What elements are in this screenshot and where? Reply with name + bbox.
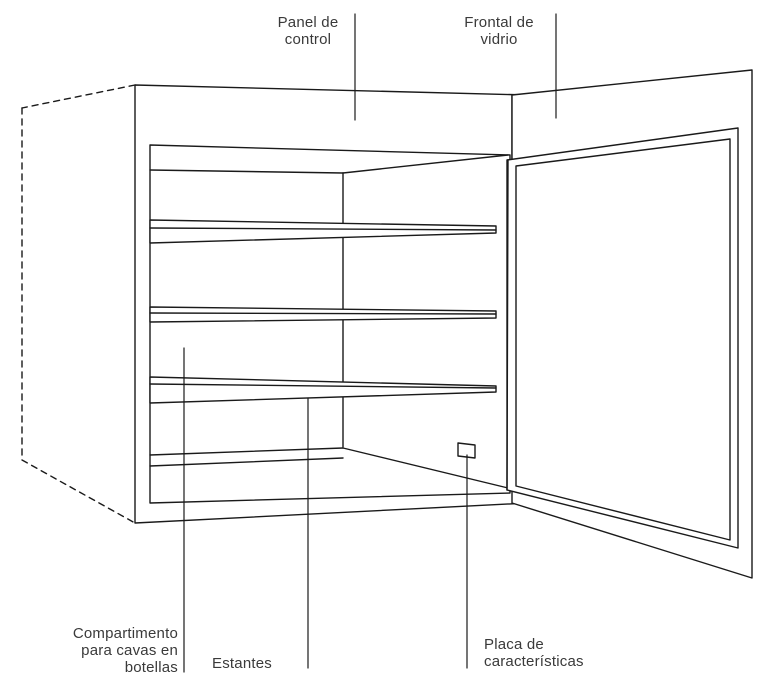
glass-door: [506, 69, 753, 579]
shelf-2: [149, 306, 497, 323]
leader-lines: [183, 13, 557, 673]
rating-plate: [457, 442, 476, 459]
interior-floor-diag: [342, 447, 509, 489]
label-shelves: Estantes: [212, 655, 272, 672]
interior-ceiling-diag: [342, 154, 509, 174]
interior-floor-back: [149, 447, 344, 456]
shelf-3: [149, 376, 497, 404]
dashed-side-outline: [21, 84, 136, 524]
label-rating-plate: Placa de características: [484, 636, 584, 670]
interior-ceiling-front: [149, 169, 344, 174]
shelf-1: [149, 219, 497, 244]
label-control-panel: Panel de control: [277, 14, 339, 48]
label-bottle-compartment: Compartimento para cavas en botellas: [72, 625, 178, 676]
interior-floor-back2: [149, 457, 344, 467]
label-glass-front: Frontal de vidrio: [464, 14, 534, 48]
